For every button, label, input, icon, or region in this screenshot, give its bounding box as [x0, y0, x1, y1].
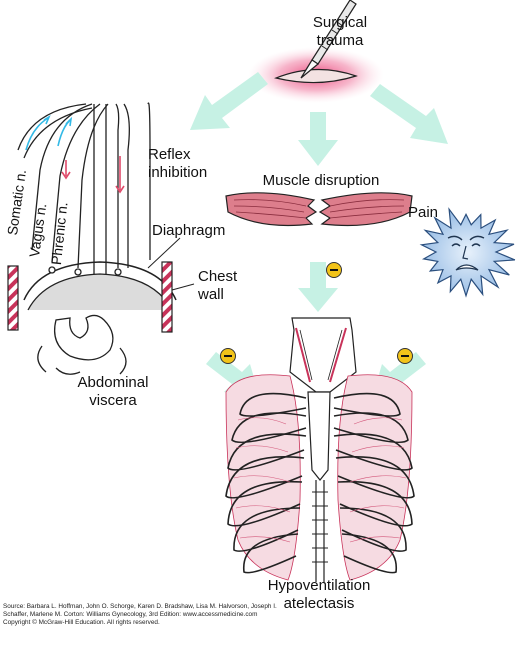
diaphragm-schematic [17, 102, 177, 375]
negative-effect-badge [397, 348, 413, 364]
arrow-to-reflex [190, 72, 268, 130]
chest-wall-illustration [7, 261, 173, 333]
incision-illustration [248, 47, 384, 103]
source-credit: Source: Barbara L. Hoffman, John O. Scho… [3, 603, 277, 627]
label-leaders [147, 237, 195, 291]
arrow-muscle-to-chest [298, 262, 338, 312]
scalpel-icon [300, 0, 357, 79]
label-muscle-disruption: Muscle disruption [262, 172, 380, 189]
nerve-signal-arrows [25, 115, 125, 194]
rib-cage-illustration [225, 317, 415, 582]
torn-muscle-illustration [225, 192, 413, 227]
arrow-to-pain [370, 84, 448, 144]
negative-effect-badge [220, 348, 236, 364]
label-diaphragm: Diaphragm [152, 222, 226, 239]
arrow-to-muscle [298, 112, 338, 166]
label-pain: Pain [408, 204, 439, 221]
pain-face-illustration [419, 207, 516, 298]
negative-effect-badge [326, 262, 342, 278]
